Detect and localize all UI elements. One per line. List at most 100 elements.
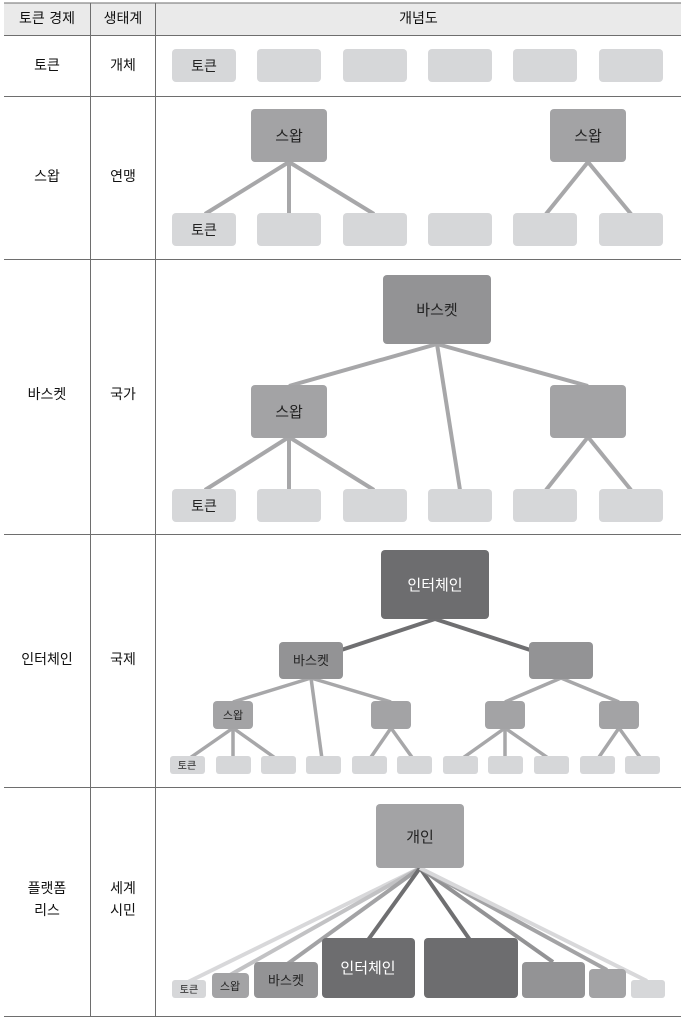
row-basket-ecosystem: 국가 <box>110 387 136 403</box>
table-rules <box>4 2 681 1017</box>
node-token-blank <box>513 489 577 522</box>
node-basket <box>254 962 318 998</box>
node-token-blank <box>352 756 387 774</box>
node-basket-blank <box>522 962 585 998</box>
row-platformless-ecosystem-line-2: 시민 <box>110 903 136 919</box>
node-interchain-label: 인터체인 <box>340 959 395 977</box>
connector-line <box>284 866 422 967</box>
node-token-blank <box>257 213 321 246</box>
connectors <box>187 866 648 984</box>
connector-line <box>458 726 507 762</box>
connector-line <box>595 727 621 761</box>
row-platformless-term: 플랫폼 리스 <box>4 878 90 922</box>
header-concept-diagram: 개념도 <box>399 11 438 27</box>
header-ecosystem: 생태계 <box>103 11 143 27</box>
node-swap <box>550 109 626 162</box>
node-token-blank <box>513 213 577 246</box>
node-token-label: 토큰 <box>191 59 217 75</box>
node-token-label: 토큰 <box>191 223 217 239</box>
node-token-blank <box>343 49 407 82</box>
diagram-basket: 바스켓 스왑 토큰 <box>172 275 663 522</box>
row-token-ecosystem: 개체 <box>110 58 136 74</box>
node-interchain-label: 인터체인 <box>407 576 462 594</box>
node-token-blank <box>580 756 615 774</box>
node-basket <box>279 642 343 679</box>
connectors <box>203 160 633 216</box>
node-swap-blank <box>589 969 626 998</box>
connector-line <box>186 726 234 762</box>
node-swap-blank <box>371 701 411 729</box>
connector-line <box>187 866 421 984</box>
row-interchain-term: 인터체인 <box>21 652 73 668</box>
node-individual-label: 개인 <box>406 828 434 846</box>
connector-line <box>367 727 393 761</box>
connector-line <box>229 866 421 977</box>
node-token-blank <box>397 756 432 774</box>
node-token-blank <box>428 49 492 82</box>
node-token-blank <box>343 489 407 522</box>
row-platformless-term-line-2: 리스 <box>34 903 60 919</box>
node-interchain-blank <box>424 938 518 998</box>
row-swap-ecosystem: 연맹 <box>110 169 136 185</box>
connector-line <box>504 676 562 704</box>
row-basket-term: 바스켓 <box>27 387 67 403</box>
node-swap <box>251 109 327 162</box>
node-interchain <box>322 938 415 998</box>
row-platformless-ecosystem: 세계 시민 <box>91 878 155 922</box>
row-token-term: 토큰 <box>34 58 60 74</box>
node-token-label: 토큰 <box>178 760 196 772</box>
node-swap-label: 스왑 <box>574 127 602 145</box>
node-swap-blank <box>550 385 626 438</box>
diagram-interchain: 인터체인 바스켓 스왑 토큰 <box>170 550 660 774</box>
node-token-blank <box>257 49 321 82</box>
node-swap-label: 스왑 <box>275 403 303 421</box>
connector-line <box>586 160 633 216</box>
connectors-dark <box>310 617 562 662</box>
connectors <box>203 342 633 492</box>
connector-line <box>232 676 312 704</box>
node-basket <box>383 275 491 344</box>
node-swap-blank <box>599 701 639 729</box>
node-swap <box>251 385 327 438</box>
connector-line <box>544 160 590 216</box>
node-token <box>172 49 236 82</box>
row-interchain-ecosystem: 국제 <box>110 652 136 668</box>
connector-line <box>389 726 416 762</box>
node-token-blank <box>599 489 663 522</box>
node-token-blank <box>216 756 251 774</box>
connector-line <box>504 726 552 762</box>
node-token <box>170 756 205 774</box>
diagram-individual: 개인 토큰 스왑 바스켓 인터체인 <box>172 804 665 998</box>
node-token-label: 토큰 <box>191 499 217 515</box>
node-token-blank <box>488 756 523 774</box>
connector-line <box>544 435 590 492</box>
row-swap-term: 스왑 <box>34 169 60 185</box>
connector-line <box>617 726 644 762</box>
node-basket-label: 바스켓 <box>268 974 304 989</box>
node-token-blank <box>443 756 478 774</box>
connector-line <box>287 435 376 492</box>
node-token-blank <box>513 49 577 82</box>
connectors <box>186 676 644 762</box>
node-swap-label: 스왑 <box>223 709 243 722</box>
node-token-blank <box>631 980 665 998</box>
node-token-blank <box>599 49 663 82</box>
connector-line <box>309 677 324 760</box>
connector-line <box>436 342 589 388</box>
node-token-blank <box>343 213 407 246</box>
diagram-swap: 스왑 스왑 토큰 <box>172 109 663 246</box>
header-background <box>4 3 681 35</box>
node-token-blank <box>306 756 341 774</box>
node-basket-blank <box>529 642 593 679</box>
connector-line <box>287 160 376 216</box>
node-token-blank <box>428 489 492 522</box>
node-token-blank <box>625 756 660 774</box>
node-token-blank <box>599 213 663 246</box>
node-basket-label: 바스켓 <box>416 301 457 319</box>
node-token <box>172 489 236 522</box>
row-platformless-ecosystem-line-1: 세계 <box>110 881 136 897</box>
node-swap-blank <box>485 701 525 729</box>
connector-line <box>419 866 648 983</box>
connector-line <box>418 866 555 964</box>
